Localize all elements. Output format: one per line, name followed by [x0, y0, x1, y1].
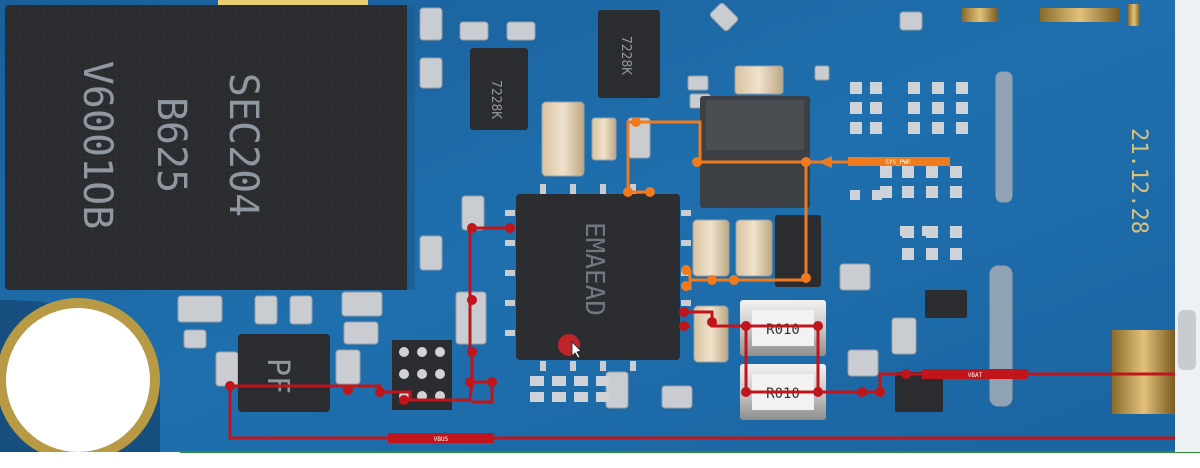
net-label-sys-pwr: SYS_PWR — [885, 159, 911, 166]
net-label-vbat: VBAT — [968, 372, 983, 379]
svg-text:7228K: 7228K — [488, 80, 503, 119]
net-label-vbus: VBUS — [434, 436, 449, 443]
svg-text:7228K: 7228K — [618, 36, 633, 75]
memory-chip — [5, 5, 410, 290]
board-date: 21.12.28 — [1126, 128, 1151, 234]
svg-text:R010: R010 — [766, 386, 800, 402]
pmic-chip: EMAEAD — [505, 184, 691, 371]
coil-inductor: PF — [238, 334, 330, 412]
inductor-marking: PF — [260, 358, 295, 394]
pad-arrays — [392, 82, 968, 410]
memory-chip-marking-2: B625 — [148, 97, 194, 193]
battery-connector — [1112, 330, 1175, 414]
memory-chip-marking-3: V6001OB — [74, 61, 120, 230]
memory-chip-marking-1: SEC204 — [220, 73, 266, 218]
small-ic-right: 7228K — [598, 10, 660, 98]
small-ic-left: 7228K — [470, 48, 528, 130]
passive-components — [177, 2, 1013, 409]
svg-text:R010: R010 — [766, 322, 800, 338]
pmic-marking: EMAEAD — [579, 222, 609, 316]
mouse-cursor-icon — [571, 341, 582, 359]
sense-resistor-top: R010 — [740, 300, 826, 356]
